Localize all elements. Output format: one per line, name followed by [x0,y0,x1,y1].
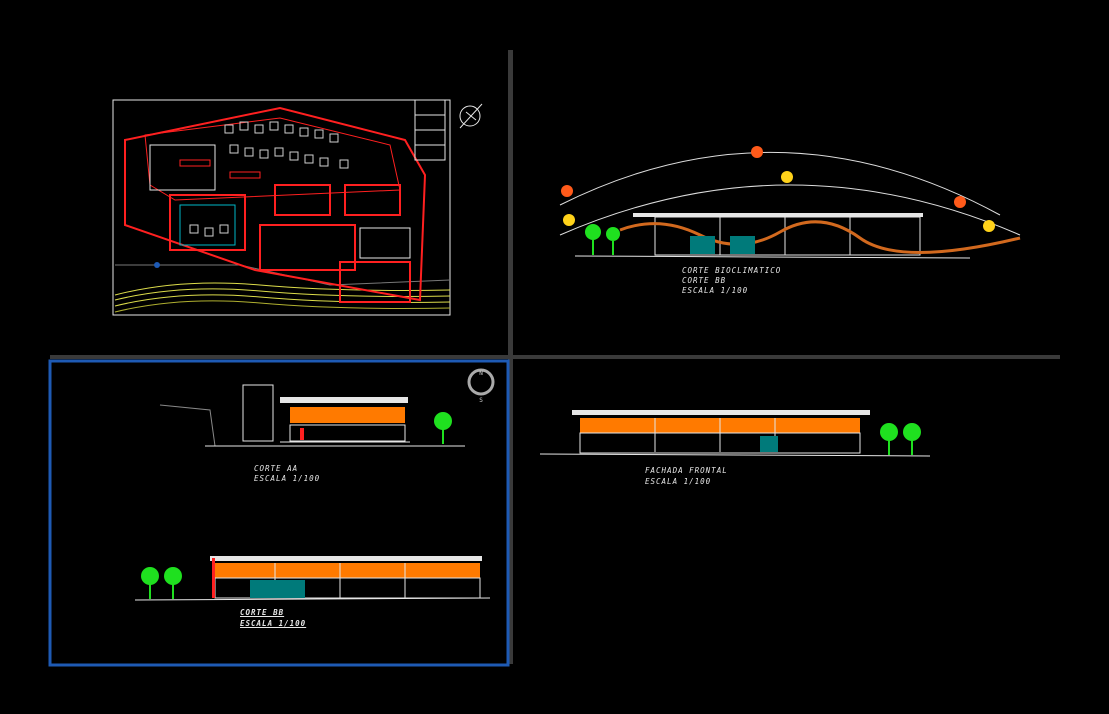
sun-position-icon [781,171,793,183]
site-plan-drawing [112,99,483,316]
front-facade-drawing [539,410,931,457]
viewport-divider-horizontal[interactable] [50,355,1060,359]
sun-position-icon [983,220,995,232]
facade-title: FACHADA FRONTAL [645,466,728,475]
sun-position-icon [751,146,763,158]
active-viewport-frame[interactable] [48,359,510,667]
section-aa-drawing [159,368,495,447]
sun-position-icon [954,196,966,208]
section-bb-title: CORTE BB [240,608,285,617]
bioclimatic-title: CORTE BIOCLIMATICO [682,266,782,275]
section-aa-title: CORTE AA [254,464,299,473]
section-bb-drawing [134,556,491,601]
bioclimatic-subtitle: CORTE BB [682,276,727,285]
compass-south-label: S [479,397,483,404]
bioclimatic-section-drawing [559,146,1021,259]
sun-position-icon [563,214,575,226]
sun-position-icon [561,185,573,197]
compass-icon [467,368,495,396]
bioclimatic-scale: ESCALA 1/100 [682,286,749,295]
facade-scale: ESCALA 1/100 [645,477,712,486]
section-aa-scale: ESCALA 1/100 [254,474,321,483]
compass-north-label: N [479,370,483,377]
section-bb-scale: ESCALA 1/100 [240,619,307,628]
